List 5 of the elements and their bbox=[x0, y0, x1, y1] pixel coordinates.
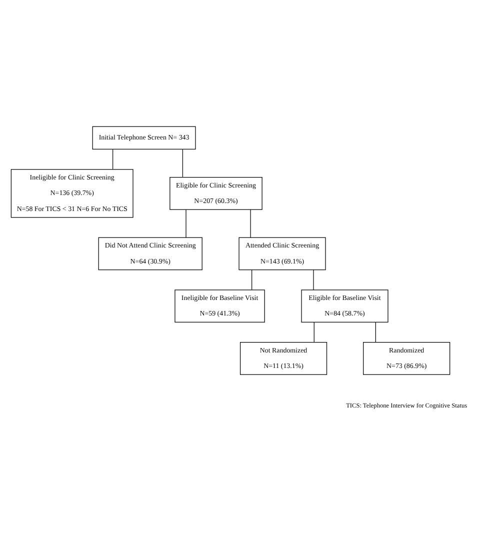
connector bbox=[250, 209, 251, 238]
connector bbox=[112, 149, 114, 170]
connector bbox=[375, 322, 376, 343]
connector bbox=[313, 270, 314, 290]
connector bbox=[182, 149, 184, 178]
